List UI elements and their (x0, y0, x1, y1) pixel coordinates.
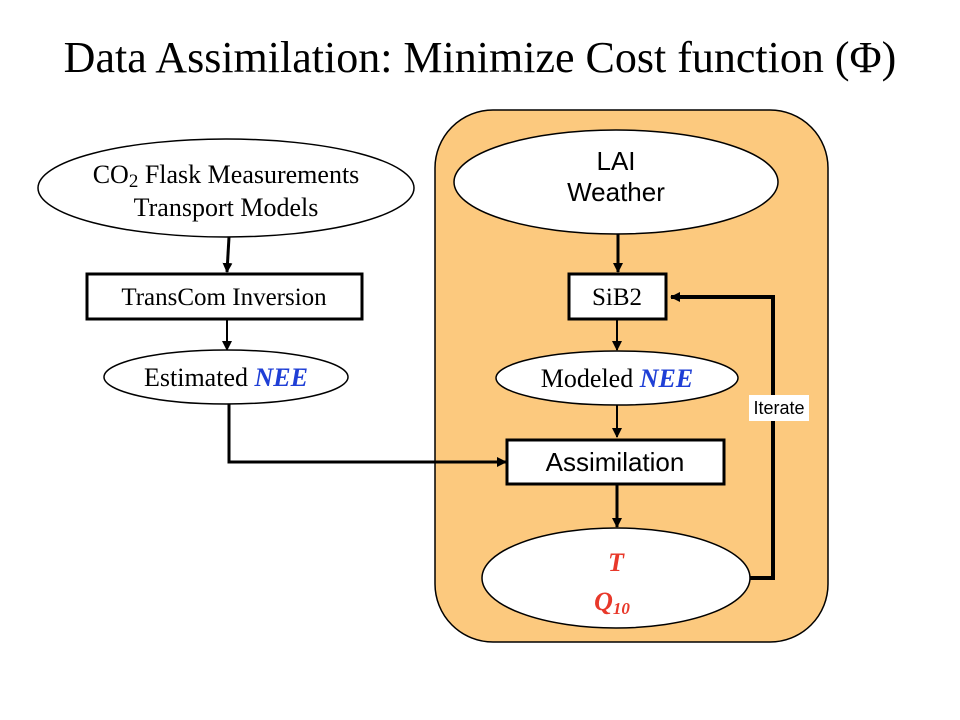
lai-label: LAI (596, 146, 635, 176)
arrow-co2-to-transcom (222, 236, 233, 273)
co2-flask-label: CO2 Flask Measurements (93, 160, 360, 192)
param-q-subscript: 10 (613, 599, 631, 618)
title-prefix: Data Assimilation: Minimize Cost functio… (64, 33, 850, 82)
modeled-nee-label: Modeled NEE (541, 364, 693, 393)
estimated-nee-emphasis: NEE (254, 363, 308, 392)
co2-subscript: 2 (129, 171, 139, 192)
weather-label: Weather (567, 177, 665, 207)
arrow-estimated-nee-to-assimilation (227, 404, 507, 467)
estimated-prefix: Estimated (144, 363, 254, 392)
assimilation-label: Assimilation (546, 447, 685, 477)
iterate-label: Iterate (753, 398, 804, 418)
page-title: Data Assimilation: Minimize Cost functio… (64, 33, 897, 82)
param-q10-label: Q10 (594, 587, 630, 618)
iterate-label-background (749, 395, 809, 421)
sib2-box (567, 272, 668, 321)
co2-rest: Flask Measurements (138, 160, 359, 189)
param-t-label: T (608, 548, 625, 577)
transcom-inversion-label: TransCom Inversion (121, 284, 327, 311)
param-q-main: Q (594, 587, 613, 616)
co2-flask-ellipse (37, 138, 415, 238)
co2-main: CO (93, 160, 129, 189)
title-suffix: ) (882, 33, 897, 82)
phi-symbol: Φ (849, 33, 881, 82)
modeled-prefix: Modeled (541, 364, 640, 393)
estimated-nee-ellipse (103, 349, 349, 405)
assimilation-box (505, 438, 726, 486)
lai-weather-ellipse (453, 129, 779, 235)
transcom-inversion-box (85, 272, 364, 321)
transport-models-label: Transport Models (134, 193, 319, 222)
modeled-nee-emphasis: NEE (639, 364, 693, 393)
sib2-label: SiB2 (592, 284, 642, 311)
iterate-loop-arrow (670, 292, 775, 580)
estimated-nee-label: Estimated NEE (144, 363, 308, 392)
